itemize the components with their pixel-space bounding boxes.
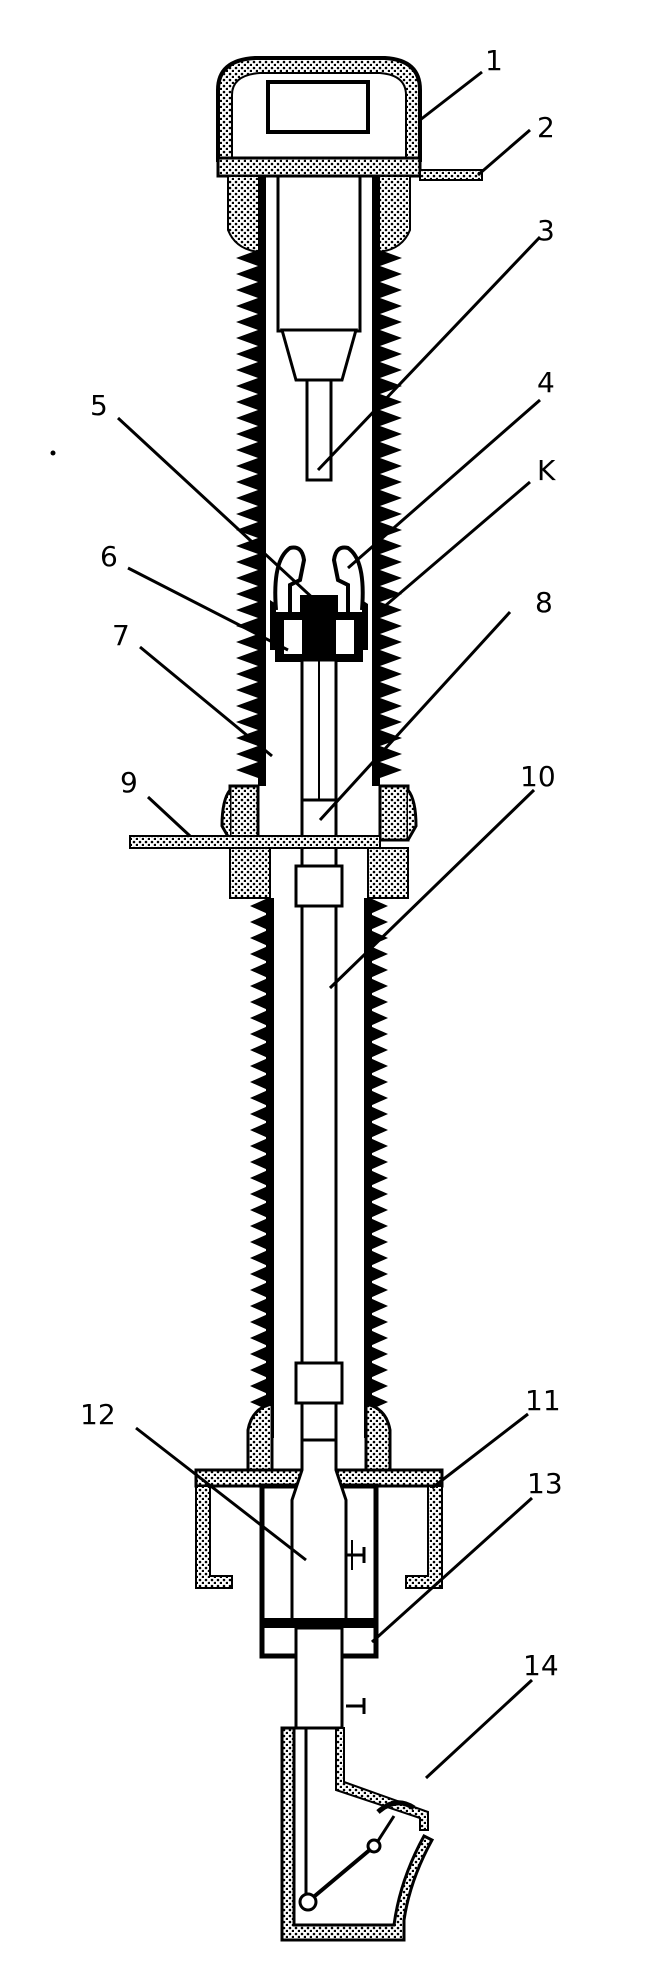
arc-chamber [270, 545, 368, 674]
label-8: 8 [535, 586, 553, 619]
upper-insulator [236, 176, 402, 786]
leader-lines [116, 70, 542, 1780]
fixed-contact [276, 174, 362, 482]
label-3: 3 [537, 214, 555, 247]
moving-rod [294, 658, 344, 1442]
label-9: 9 [120, 766, 138, 799]
stray-mark [50, 450, 56, 456]
label-4: 4 [537, 366, 555, 399]
lower-insulator [250, 898, 388, 1438]
label-12: 12 [80, 1398, 116, 1431]
top-cap [216, 56, 422, 162]
operating-box [280, 1726, 435, 1942]
label-5: 5 [90, 389, 108, 422]
label-7: 7 [112, 619, 130, 652]
label-6: 6 [100, 540, 118, 573]
middle-flange [129, 784, 418, 899]
label-14: 14 [523, 1649, 559, 1682]
label-1: 1 [485, 44, 503, 77]
label-11: 11 [525, 1384, 561, 1417]
label-K: K [537, 454, 556, 487]
label-13: 13 [527, 1467, 563, 1500]
label-10: 10 [520, 760, 556, 793]
label-2: 2 [537, 111, 555, 144]
mechanism-housing [259, 1438, 379, 1730]
top-flange [216, 156, 483, 254]
